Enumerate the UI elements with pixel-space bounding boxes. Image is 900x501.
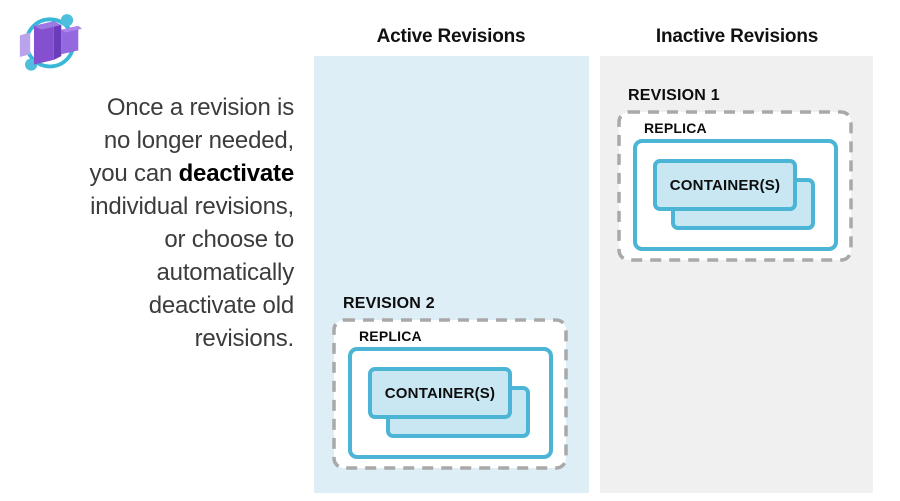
revision-1-replica-label: REPLICA — [644, 120, 707, 136]
revision-2-container-box-front: CONTAINER(S) — [368, 367, 512, 419]
revision-1-boundary: REPLICA CONTAINER(S) — [617, 110, 853, 262]
azure-container-apps-icon — [19, 14, 83, 71]
intro-text-part1: Once a revision is no longer needed, you… — [89, 94, 294, 187]
revision-1-container-box-front: CONTAINER(S) — [653, 159, 797, 211]
revision-2-card: REVISION 2 REPLICA CONTAINER(S) — [332, 294, 568, 470]
revision-2-container-label: CONTAINER(S) — [384, 384, 496, 402]
revision-2-boundary: REPLICA CONTAINER(S) — [332, 318, 568, 470]
intro-text-part2: individual revisions, or choose to autom… — [90, 193, 294, 352]
revision-2-replica-label: REPLICA — [359, 328, 422, 344]
active-revisions-panel: REVISION 2 REPLICA CONTAINER(S) — [314, 56, 589, 493]
revision-2-replica-box: CONTAINER(S) — [348, 347, 553, 459]
revision-1-card: REVISION 1 REPLICA CONTAINER(S) — [617, 86, 853, 262]
revision-2-label: REVISION 2 — [343, 295, 435, 312]
intro-bold-deactivate: deactivate — [178, 160, 295, 187]
revision-1-label: REVISION 1 — [628, 87, 720, 104]
revision-1-container-label: CONTAINER(S) — [669, 176, 781, 194]
active-revisions-heading: Active Revisions — [376, 26, 526, 47]
inactive-revisions-heading: Inactive Revisions — [655, 26, 819, 47]
inactive-revisions-panel: REVISION 1 REPLICA CONTAINER(S) — [600, 56, 873, 493]
intro-paragraph: Once a revision is no longer needed, you… — [4, 91, 294, 355]
revision-1-replica-box: CONTAINER(S) — [633, 139, 838, 251]
